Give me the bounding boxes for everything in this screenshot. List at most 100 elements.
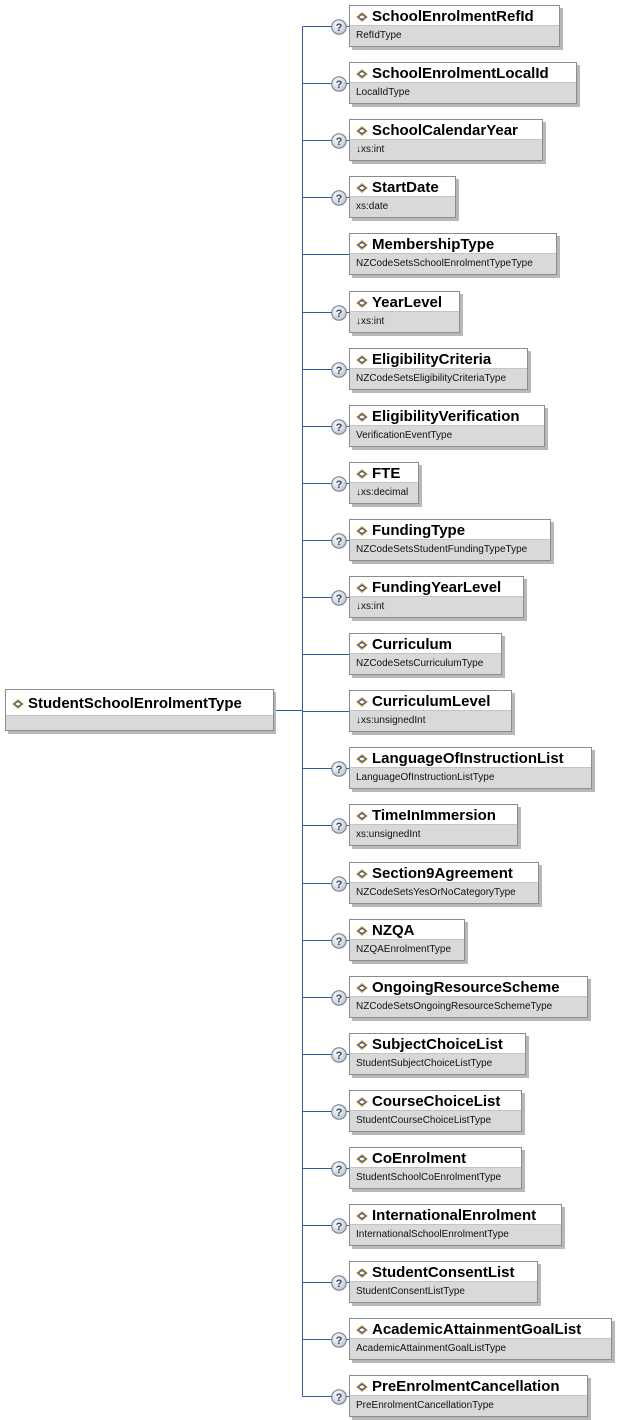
element-type: xs:date — [350, 196, 455, 217]
optional-icon: ? — [331, 589, 347, 606]
root-element-type — [6, 715, 273, 730]
element-header: LanguageOfInstructionList — [350, 748, 591, 769]
element-name: FTE — [372, 465, 401, 482]
element-box[interactable]: YearLevel↓xs:int — [349, 291, 460, 333]
element-name: CoEnrolment — [372, 1150, 467, 1167]
element-icon — [356, 1210, 368, 1221]
svg-text:?: ? — [336, 1278, 343, 1290]
svg-text:?: ? — [336, 1221, 343, 1233]
element-header: SchoolEnrolmentRefId — [350, 6, 559, 27]
element-type: VerificationEventType — [350, 425, 544, 446]
element-icon — [356, 1324, 368, 1335]
optional-icon: ? — [331, 1217, 347, 1234]
optional-icon: ? — [331, 75, 347, 92]
svg-text:?: ? — [336, 536, 343, 548]
element-header: EligibilityCriteria — [350, 349, 527, 370]
element-header: OngoingResourceScheme — [350, 977, 587, 998]
svg-text:?: ? — [336, 22, 343, 34]
element-type: ↓xs:int — [350, 139, 542, 160]
element-type: StudentSubjectChoiceListType — [350, 1053, 525, 1074]
element-name: EligibilityCriteria — [372, 351, 492, 368]
element-icon — [356, 925, 368, 936]
svg-text:?: ? — [336, 136, 343, 148]
element-name: NZQA — [372, 922, 415, 939]
optional-icon: ? — [331, 932, 347, 949]
element-type: AcademicAttainmentGoalListType — [350, 1338, 611, 1359]
svg-text:?: ? — [336, 936, 343, 948]
element-header: StudentConsentList — [350, 1262, 537, 1283]
element-icon — [356, 525, 368, 536]
element-header: SubjectChoiceList — [350, 1034, 525, 1055]
element-icon — [356, 297, 368, 308]
element-icon — [356, 810, 368, 821]
optional-icon: ? — [331, 1160, 347, 1177]
svg-text:?: ? — [336, 764, 343, 776]
element-icon — [356, 1381, 368, 1392]
element-box[interactable]: FundingYearLevel↓xs:int — [349, 576, 524, 618]
element-header: CurriculumLevel — [350, 691, 511, 712]
element-header: PreEnrolmentCancellation — [350, 1376, 587, 1397]
element-name: MembershipType — [372, 236, 495, 253]
element-icon — [356, 354, 368, 365]
svg-text:?: ? — [336, 821, 343, 833]
optional-icon: ? — [331, 1331, 347, 1348]
optional-icon: ? — [331, 1103, 347, 1120]
element-header: MembershipType — [350, 234, 556, 255]
element-header: AcademicAttainmentGoalList — [350, 1319, 611, 1340]
element-type: LanguageOfInstructionListType — [350, 767, 591, 788]
element-type: ↓xs:decimal — [350, 482, 418, 503]
element-name: SchoolCalendarYear — [372, 122, 518, 139]
element-icon — [356, 582, 368, 593]
element-name: YearLevel — [372, 294, 443, 311]
element-name: FundingType — [372, 522, 466, 539]
element-type: NZCodeSetsOngoingResourceSchemeType — [350, 996, 587, 1017]
element-type: InternationalSchoolEnrolmentType — [350, 1224, 561, 1245]
element-type: PreEnrolmentCancellationType — [350, 1395, 587, 1416]
element-name: AcademicAttainmentGoalList — [372, 1321, 582, 1338]
element-name: CurriculumLevel — [372, 693, 491, 710]
element-icon — [356, 411, 368, 422]
element-type: NZCodeSetsYesOrNoCategoryType — [350, 882, 538, 903]
element-box[interactable]: CurriculumLevel↓xs:unsignedInt — [349, 690, 512, 732]
optional-icon: ? — [331, 817, 347, 834]
element-type: NZCodeSetsEligibilityCriteriaType — [350, 368, 527, 389]
element-name: StartDate — [372, 179, 439, 196]
element-icon — [356, 1267, 368, 1278]
svg-text:?: ? — [336, 422, 343, 434]
element-type: ↓xs:unsignedInt — [350, 710, 511, 731]
element-type: ↓xs:int — [350, 596, 523, 617]
element-type: NZQAEnrolmentType — [350, 939, 464, 960]
element-name: FundingYearLevel — [372, 579, 502, 596]
element-type: NZCodeSetsStudentFundingTypeType — [350, 539, 550, 560]
element-box[interactable]: FTE↓xs:decimal — [349, 462, 419, 504]
element-icon — [356, 68, 368, 79]
element-box[interactable]: SchoolCalendarYear↓xs:int — [349, 119, 543, 161]
element-name: TimeInImmersion — [372, 807, 496, 824]
optional-icon: ? — [331, 1046, 347, 1063]
root-element-box[interactable]: StudentSchoolEnrolmentType — [5, 689, 274, 731]
svg-text:?: ? — [336, 993, 343, 1005]
optional-icon: ? — [331, 760, 347, 777]
svg-text:?: ? — [336, 308, 343, 320]
element-header: FundingType — [350, 520, 550, 541]
